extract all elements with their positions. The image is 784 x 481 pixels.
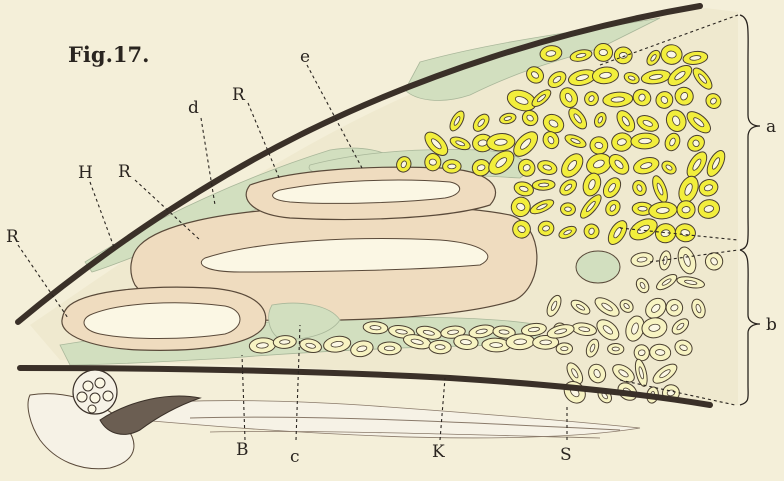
yellow-tubule [442, 159, 461, 173]
label-R-left: R [6, 227, 20, 247]
label-B: B [236, 440, 249, 460]
label-c: c [290, 447, 300, 467]
label-a: a [766, 117, 776, 137]
pale-tubule [429, 340, 452, 354]
label-d: d [188, 98, 199, 118]
yellow-tubule [560, 202, 576, 216]
label-e: e [300, 47, 310, 67]
pale-tubule [607, 343, 624, 354]
label-S: S [560, 445, 572, 465]
yellow-tubule [594, 44, 613, 62]
vessel-cluster [73, 370, 117, 414]
label-R-middle: R [118, 162, 132, 182]
pale-tubule [378, 342, 401, 355]
green-nodule [576, 251, 620, 283]
label-b: b [766, 315, 777, 335]
label-R-upper: R [232, 85, 246, 105]
yellow-tubule [614, 47, 632, 64]
figure-title: Fig.17. [68, 42, 149, 67]
label-K: K [432, 442, 445, 462]
label-H: H [78, 163, 93, 183]
roll-left [62, 287, 266, 350]
